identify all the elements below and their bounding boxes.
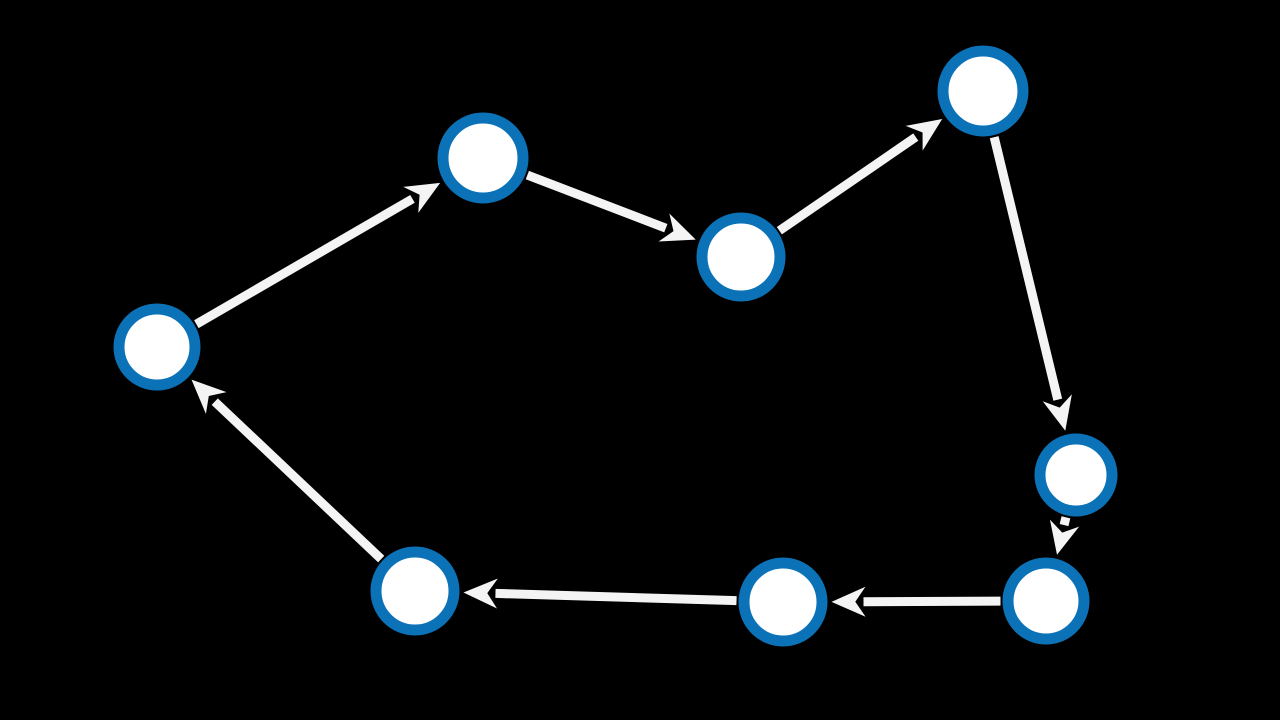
edge-layer	[191, 119, 1080, 617]
graph-node[interactable]	[937, 45, 1029, 137]
graph-edge[interactable]	[194, 182, 441, 329]
node-circle-icon	[1002, 557, 1090, 645]
edge-shaft	[863, 596, 1001, 607]
edge-shaft	[525, 170, 668, 233]
node-layer	[113, 45, 1118, 647]
edge-arrowhead-icon	[403, 182, 441, 213]
graph-edge[interactable]	[1049, 516, 1080, 555]
graph-edge[interactable]	[463, 578, 737, 609]
node-circle-icon	[113, 303, 201, 391]
edge-shaft	[989, 136, 1063, 401]
graph-edge[interactable]	[191, 379, 385, 563]
edge-arrowhead-icon	[905, 119, 943, 151]
edge-shaft	[495, 588, 737, 606]
graph-node[interactable]	[437, 112, 529, 204]
edge-shaft	[194, 194, 415, 329]
edge-arrowhead-icon	[831, 586, 866, 617]
graph-node[interactable]	[696, 212, 786, 302]
graph-node[interactable]	[1034, 433, 1118, 517]
edge-shaft	[776, 133, 919, 235]
graph-node[interactable]	[738, 557, 828, 647]
edge-arrowhead-icon	[463, 578, 498, 609]
graph-edge[interactable]	[525, 170, 696, 242]
node-circle-icon	[1034, 433, 1118, 517]
edge-arrowhead-icon	[658, 213, 696, 242]
graph-edge[interactable]	[831, 586, 1001, 617]
node-circle-icon	[437, 112, 529, 204]
graph-node[interactable]	[113, 303, 201, 391]
node-circle-icon	[370, 546, 460, 636]
graph-edge[interactable]	[989, 136, 1072, 431]
node-circle-icon	[937, 45, 1029, 137]
edge-shaft	[211, 398, 385, 563]
graph-node[interactable]	[370, 546, 460, 636]
edge-arrowhead-icon	[1049, 519, 1080, 555]
edge-arrowhead-icon	[191, 379, 227, 414]
edge-shaft	[1059, 516, 1071, 527]
graph-node[interactable]	[1002, 557, 1090, 645]
node-circle-icon	[696, 212, 786, 302]
edge-arrowhead-icon	[1042, 394, 1072, 431]
node-circle-icon	[738, 557, 828, 647]
graph-edge[interactable]	[776, 119, 943, 235]
